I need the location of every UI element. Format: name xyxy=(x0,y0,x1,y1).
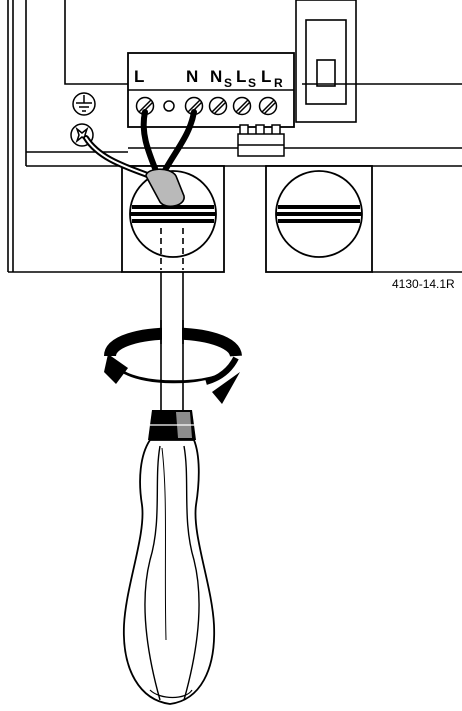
mounting-screw-right xyxy=(265,165,373,273)
housing-outline xyxy=(7,0,462,273)
terminal-label-lr: L xyxy=(261,67,271,86)
terminal-label-n: N xyxy=(186,67,198,86)
terminal-screw-icon xyxy=(232,96,252,116)
terminal-label-ns: N xyxy=(210,67,222,86)
terminal-jumper xyxy=(237,124,285,157)
terminal-screw-icon xyxy=(258,96,278,116)
screwdriver-icon xyxy=(123,410,216,705)
terminal-label-lr-sub: R xyxy=(274,76,283,90)
terminal-label-ns-sub: S xyxy=(224,76,232,90)
terminal-label-ls-sub: S xyxy=(248,76,256,90)
earth-ground-symbol-icon xyxy=(72,92,96,116)
switch-housing xyxy=(295,0,357,123)
terminal-screw-icon xyxy=(163,100,175,112)
terminal-label-l: L xyxy=(134,67,144,86)
terminal-screw-icon xyxy=(208,96,228,116)
terminal-label-ls: L xyxy=(236,67,246,86)
rotation-arrow-icon xyxy=(104,320,242,404)
figure-number: 4130-14.1R xyxy=(392,277,455,291)
cable-sleeve xyxy=(145,168,185,208)
terminal-block: L N N S L S L R xyxy=(127,52,295,128)
